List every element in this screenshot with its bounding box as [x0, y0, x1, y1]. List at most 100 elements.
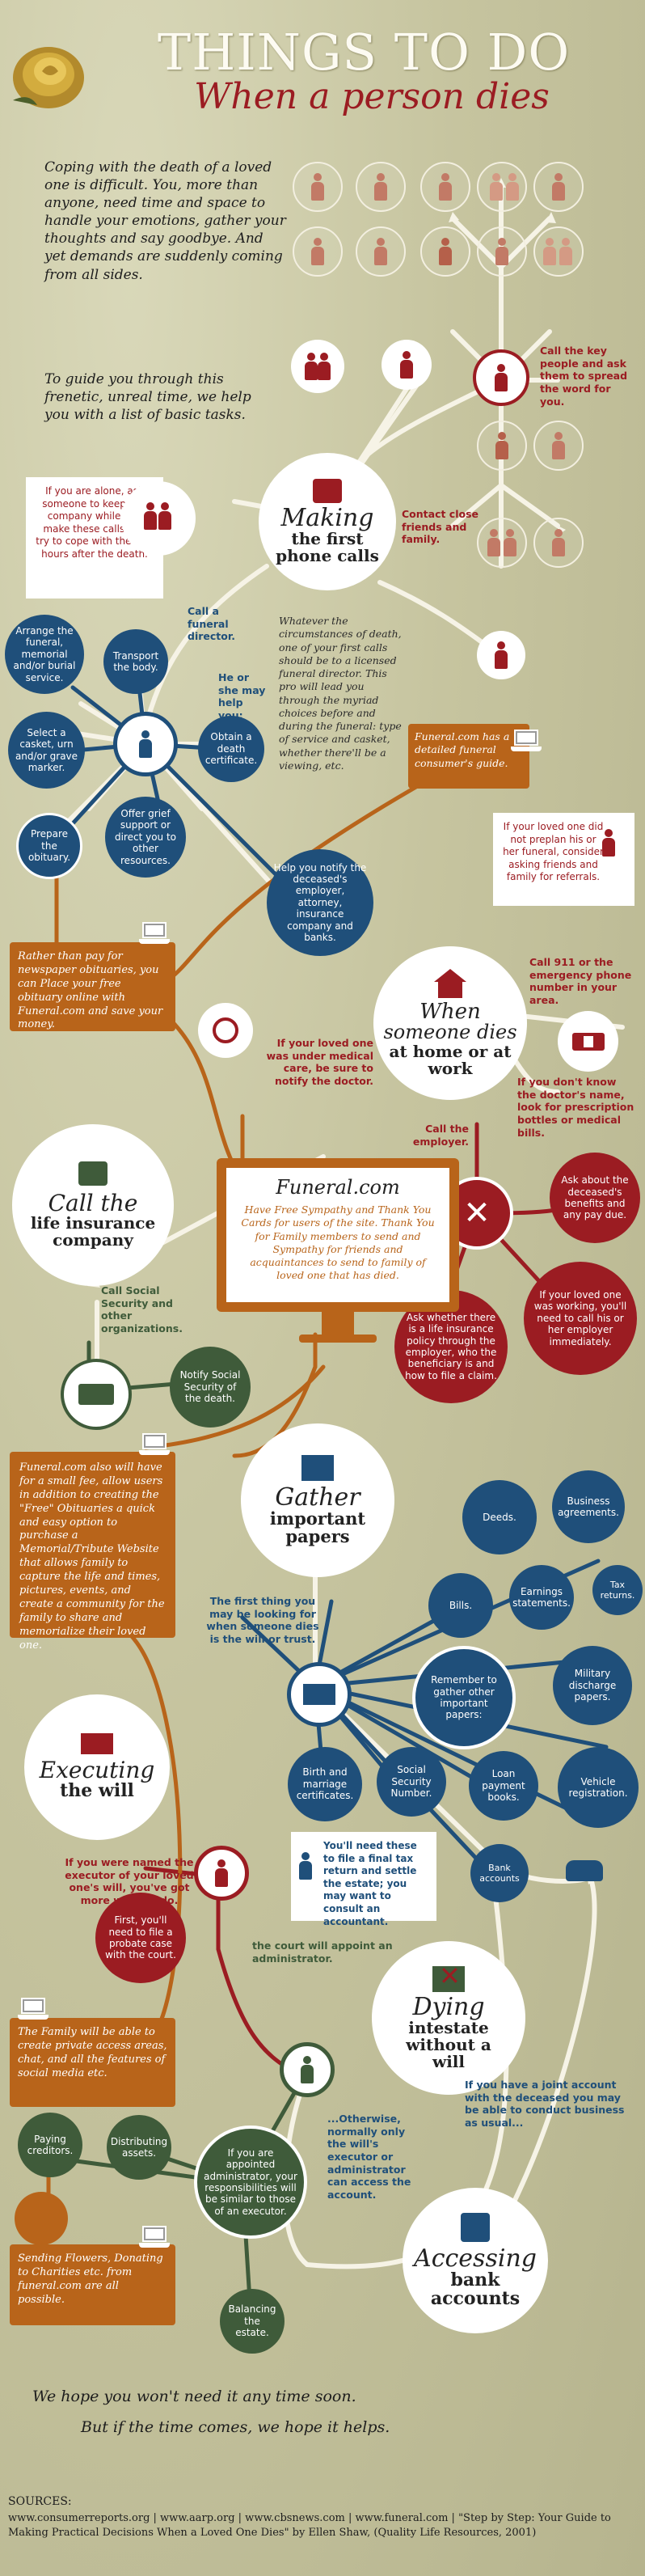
person-icon	[552, 432, 565, 459]
distributing-circle: Distributing assets.	[107, 2115, 171, 2180]
person-icon	[374, 173, 387, 201]
person-icon	[439, 238, 452, 265]
monitor-icon: Funeral.com Have Free Sympathy and Thank…	[217, 1158, 459, 1312]
paper-loan: Loan payment books.	[469, 1751, 538, 1821]
circumstances-text: Whatever the circumstances of death, one…	[279, 615, 402, 772]
social-media-box: The Family will be able to create privat…	[10, 2018, 175, 2107]
at-home-heading-3: at home or at work	[389, 1041, 512, 1078]
bank-heading: Accessing bank accounts	[403, 2188, 548, 2333]
may-help-text: He or she may help you:	[218, 671, 266, 721]
paying-creditors-circle: Paying creditors.	[18, 2113, 82, 2177]
laptop-icon	[139, 1433, 170, 1457]
desk-icon	[61, 1359, 132, 1430]
paper-business: Business agreements.	[552, 1470, 625, 1543]
remember-circle: Remember to gather other important paper…	[412, 1646, 516, 1749]
paper-deeds: Deeds.	[462, 1480, 537, 1554]
task-grief-support: Offer grief support or direct you to oth…	[105, 797, 186, 878]
person-icon	[552, 173, 565, 201]
paper-birth: Birth and marriage certificates.	[288, 1747, 362, 1821]
person-icon	[552, 529, 565, 556]
contact-ring	[477, 518, 527, 568]
key-people-text: Call the key people and ask them to spre…	[540, 345, 628, 408]
monitor-stand	[322, 1312, 354, 1335]
appointed-circle: If you are appointed administrator, your…	[194, 2126, 307, 2239]
papers-heading-1: Gather	[275, 1483, 360, 1512]
person-icon	[374, 238, 387, 265]
people-circle	[121, 481, 196, 556]
person-icon	[439, 173, 452, 201]
obituary-box: Rather than pay for newspaper obituaries…	[10, 942, 175, 1031]
monitor-text: Have Free Sympathy and Thank You Cards f…	[241, 1203, 435, 1282]
balancing-circle: Balancing the estate.	[220, 2289, 285, 2354]
person-icon	[487, 529, 500, 556]
person-icon	[299, 1852, 312, 1880]
at-home-heading-2: someone dies	[383, 1021, 517, 1044]
monitor-brand: Funeral.com	[276, 1176, 400, 1199]
sources-text: www.consumerreports.org | www.aarp.org |…	[8, 2512, 611, 2539]
monitor-screen: Funeral.com Have Free Sympathy and Thank…	[226, 1168, 449, 1302]
intro-paragraph-1: Coping with the death of a loved one is …	[44, 159, 286, 283]
person-icon	[506, 173, 519, 201]
paper-vehicle: Vehicle registration.	[558, 1747, 639, 1828]
laptop-icon	[139, 2226, 170, 2250]
page-title: THINGS TO DO	[157, 23, 571, 82]
paper-bank: Bank accounts	[470, 1844, 529, 1902]
person-icon	[559, 238, 572, 265]
person-circle	[477, 631, 525, 679]
paper-social-security: Social Security Number.	[377, 1747, 446, 1817]
medical-care-text: If your loved one was under medical care…	[266, 1037, 373, 1087]
person-icon	[490, 173, 503, 201]
page-subtitle: When a person dies	[194, 76, 550, 117]
phone-calls-heading: Making the first phone calls	[259, 453, 396, 590]
consumer-guide-text: Funeral.com has a detailed funeral consu…	[415, 730, 510, 769]
joint-account-text: If you have a joint account with the dec…	[465, 2079, 625, 2129]
person-icon	[602, 829, 615, 857]
stethoscope-icon	[198, 1003, 253, 1058]
tax-box: You'll need these to file a final tax re…	[291, 1832, 436, 1927]
task-death-certificate: Obtain a death certificate.	[198, 716, 264, 782]
funeral-director-circle	[113, 712, 178, 776]
papers-heading: Gather important papers	[241, 1423, 394, 1577]
probate-circle: First, you'll need to file a probate cas…	[95, 1893, 186, 1983]
contact-ring	[533, 226, 584, 277]
people-circle	[291, 340, 344, 393]
intestate-heading: ✕ Dying intestate without a will	[372, 1941, 525, 2095]
rose-icon	[6, 36, 91, 113]
preplan-box: If your loved one did not preplan his or…	[493, 813, 634, 906]
paper-military: Military discharge papers.	[553, 1646, 632, 1725]
at-home-heading-1: When	[419, 1000, 481, 1025]
task-obituary: Prepare the obituary.	[16, 813, 82, 879]
paper-earnings: Earnings statements.	[509, 1565, 574, 1630]
task-arrange: Arrange the funeral, memorial and/or bur…	[5, 615, 84, 694]
house-icon	[434, 969, 466, 983]
task-select-casket: Select a casket, urn and/or grave marker…	[8, 712, 85, 789]
task-notify: Help you notify the deceased's employer,…	[267, 849, 373, 956]
laptop-icon	[18, 1998, 48, 2022]
person-icon	[495, 432, 508, 459]
at-home-heading: When someone dies at home or at work	[373, 946, 527, 1100]
phone-icon	[78, 1161, 108, 1186]
life-insurance-heading-2: life insurance company	[30, 1213, 156, 1250]
person-icon	[495, 238, 508, 265]
ambulance-icon	[558, 1011, 618, 1072]
person-icon	[504, 529, 516, 556]
call-911-text: Call 911 or the emergency phone number i…	[529, 956, 632, 1006]
sources-label: SOURCES:	[8, 2495, 72, 2508]
flower-icon	[15, 2192, 68, 2245]
person-circle	[473, 349, 529, 406]
flowers-box: Sending Flowers, Donating to Charities e…	[10, 2244, 175, 2325]
life-insurance-heading-1: Call the	[48, 1190, 138, 1216]
intestate-heading-2: intestate without a will	[406, 2017, 491, 2071]
will-heading: Executing the will	[24, 1694, 170, 1840]
person-circle	[382, 340, 432, 390]
life-insurance-heading: Call the life insurance company	[12, 1124, 174, 1286]
notify-social-security-circle: Notify Social Security of the death.	[170, 1347, 251, 1428]
paper-tax: Tax returns.	[592, 1565, 643, 1615]
intro-paragraph-2: To guide you through this frenetic, unre…	[44, 371, 251, 424]
funeral-director-text: Call a funeral director.	[188, 605, 235, 643]
car-icon	[566, 1860, 603, 1881]
friends-text: Contact close friends and family.	[402, 508, 479, 546]
phone-calls-heading-1: Making	[280, 504, 374, 532]
will-heading-1: Executing	[39, 1757, 155, 1784]
administrator-circle	[280, 2042, 335, 2097]
